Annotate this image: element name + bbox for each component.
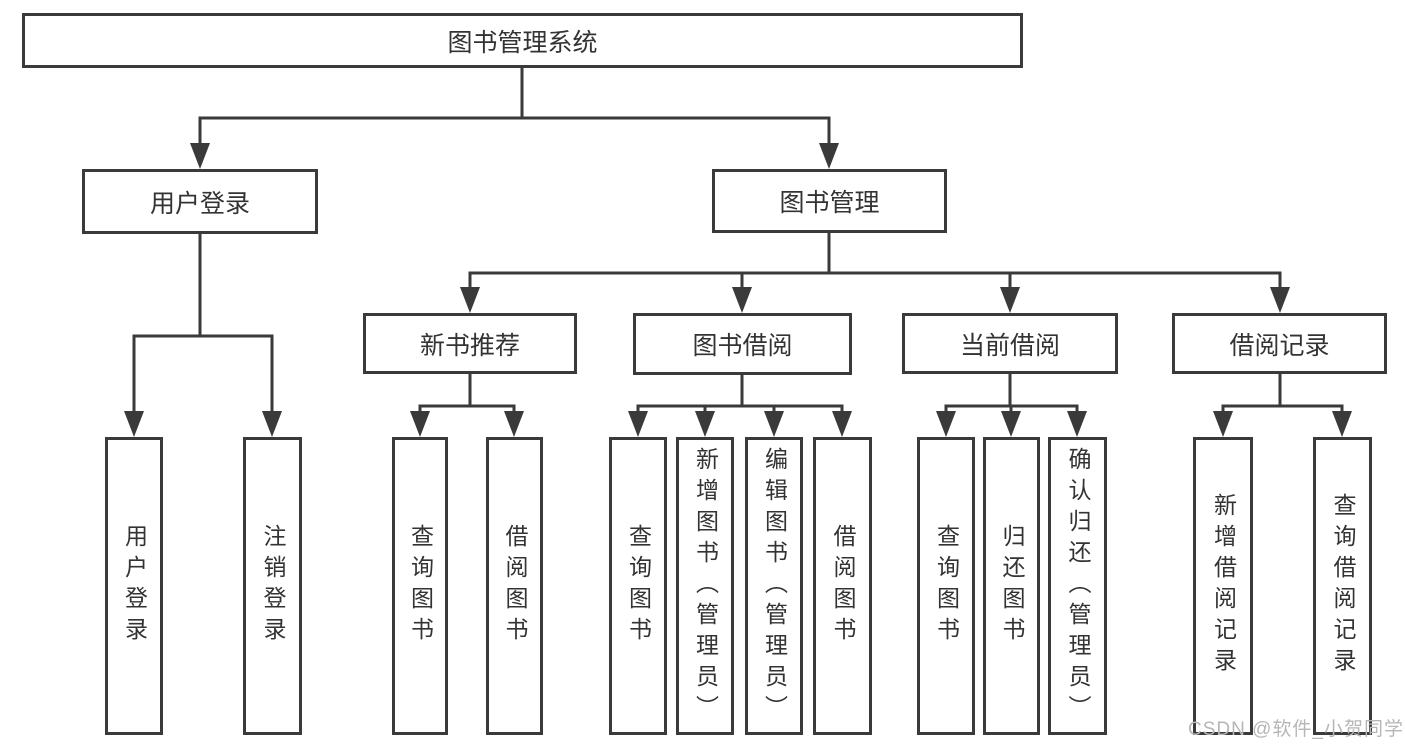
leaf-label: 归还图书 (999, 524, 1025, 648)
leaf-label: 新增借阅记录 (1210, 493, 1237, 679)
edge-recommendation-to-leaves (410, 374, 524, 437)
leaf-current-confirm-return-admin: 确认归还（管理员） (1048, 437, 1107, 735)
node-book-management: 图书管理 (712, 169, 947, 233)
edge-current-to-leaves (936, 374, 1087, 437)
node-book-borrowing: 图书借阅 (633, 313, 852, 375)
node-current-borrowing: 当前借阅 (902, 313, 1118, 374)
leaf-label: 借阅图书 (830, 524, 856, 648)
leaf-label: 查询图书 (625, 524, 652, 648)
node-root: 图书管理系统 (22, 13, 1023, 68)
edge-borrowing-to-leaves (628, 375, 852, 437)
edge-book-management-to-level3 (460, 233, 1290, 313)
leaf-label: 确认归还（管理员） (1065, 446, 1091, 726)
leaf-recommend-query-books: 查询图书 (392, 437, 448, 735)
edge-root-to-level2 (190, 68, 839, 169)
node-user-login: 用户登录 (82, 169, 318, 234)
leaf-label: 用户登录 (121, 524, 148, 648)
leaf-borrowing-edit-books-admin: 编辑图书（管理员） (745, 437, 803, 735)
node-label: 用户登录 (149, 189, 250, 218)
node-new-book-recommendation: 新书推荐 (363, 313, 577, 374)
node-borrowing-records: 借阅记录 (1172, 313, 1387, 374)
leaf-label: 借阅图书 (502, 524, 528, 648)
leaf-records-add-record: 新增借阅记录 (1193, 437, 1253, 735)
leaf-label: 查询借阅记录 (1330, 493, 1356, 679)
leaf-user-login: 用户登录 (105, 437, 163, 735)
leaf-borrowing-add-books-admin: 新增图书（管理员） (676, 437, 734, 735)
leaf-borrowing-borrow-books: 借阅图书 (813, 437, 872, 735)
node-label: 图书管理 (779, 189, 880, 217)
leaf-label: 查询图书 (407, 524, 434, 648)
leaf-current-return-books: 归还图书 (983, 437, 1040, 735)
leaf-label: 编辑图书（管理员） (761, 446, 788, 726)
node-label: 新书推荐 (419, 331, 520, 360)
edge-records-to-leaves (1213, 374, 1352, 437)
node-label: 借阅记录 (1229, 331, 1330, 360)
leaf-label: 注销登录 (260, 524, 286, 648)
leaf-recommend-borrow-books: 借阅图书 (486, 437, 543, 735)
leaf-label: 查询图书 (933, 524, 960, 648)
edge-user-login-to-leaves (124, 234, 282, 437)
leaf-current-query-books: 查询图书 (917, 437, 975, 735)
leaf-records-query-record: 查询借阅记录 (1313, 437, 1372, 735)
node-label: 图书管理系统 (447, 28, 598, 57)
leaf-logout: 注销登录 (243, 437, 302, 735)
node-label: 当前借阅 (959, 331, 1060, 360)
leaf-borrowing-query-books: 查询图书 (609, 437, 667, 735)
leaf-label: 新增图书（管理员） (692, 446, 719, 726)
csdn-watermark: CSDN @软件_小贺同学 (1188, 719, 1404, 740)
node-label: 图书借阅 (692, 332, 793, 360)
